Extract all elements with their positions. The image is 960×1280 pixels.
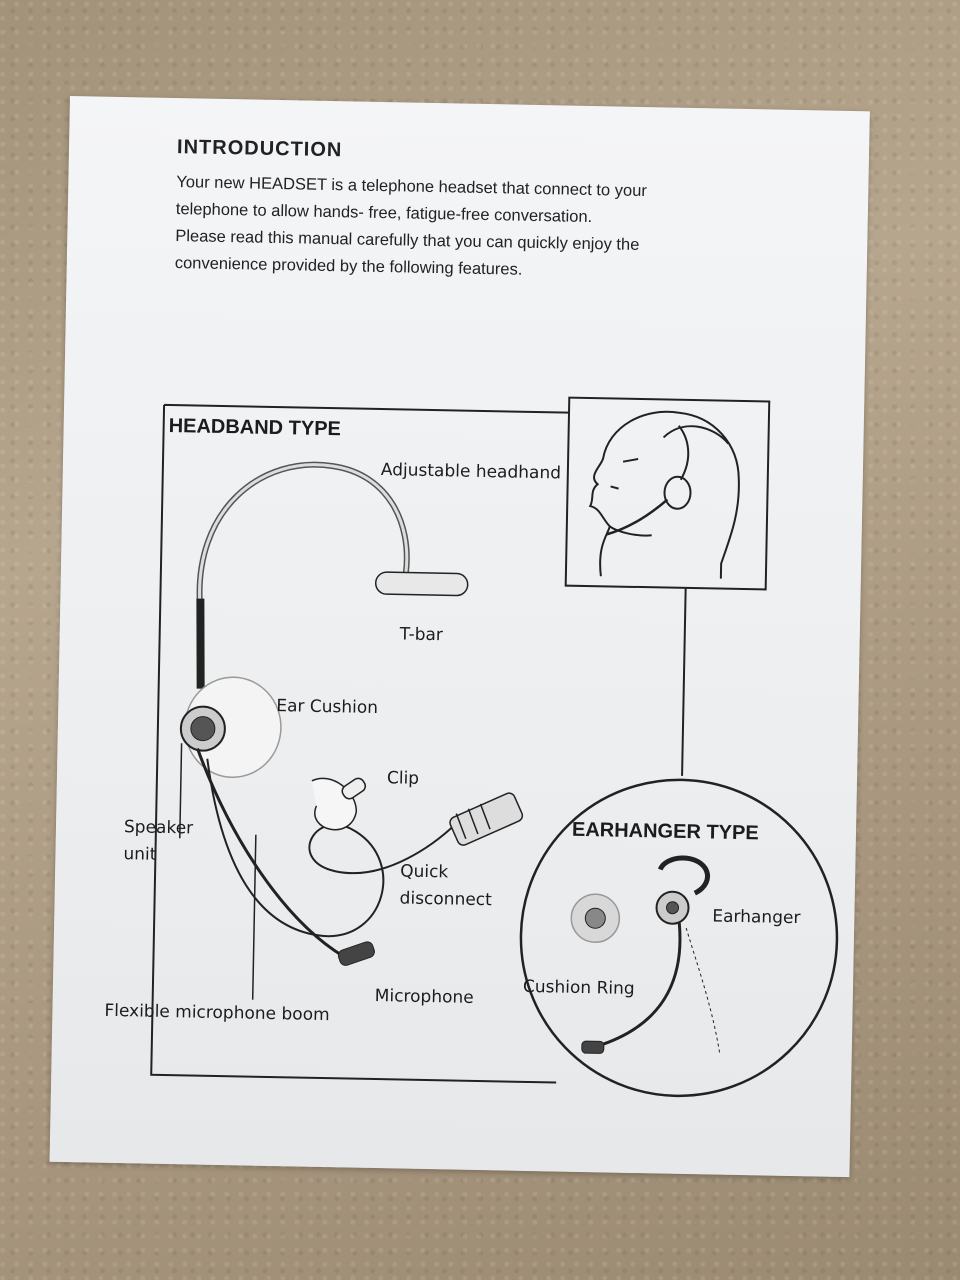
manual-page: INTRODUCTION Your new HEADSET is a telep… — [49, 96, 870, 1178]
headband-type-title: HEADBAND TYPE — [168, 414, 342, 441]
earhanger-icon — [581, 855, 721, 1054]
speaker-unit-label-line-2: unit — [123, 844, 157, 865]
headset-diagram — [150, 396, 839, 1098]
clip-label: Clip — [386, 768, 420, 789]
flexible-microphone-boom-label: Flexible microphone boom — [104, 1000, 330, 1026]
head-profile-icon — [588, 410, 740, 579]
earhanger-circle — [519, 778, 839, 1098]
cushion-ring-icon — [570, 893, 621, 943]
ear-cushion-label: Ear Cushion — [276, 696, 379, 719]
quick-disconnect-label-line-2: disconnect — [399, 888, 492, 911]
connector-line — [681, 587, 687, 776]
earhanger-label: Earhanger — [712, 906, 801, 929]
cushion-ring-label: Cushion Ring — [522, 976, 635, 1000]
quick-disconnect-label-line-1: Quick — [399, 861, 449, 883]
microphone-label: Microphone — [374, 986, 474, 1008]
headband-box-frame — [150, 403, 570, 1084]
t-bar-label: T-bar — [399, 624, 444, 646]
earhanger-type-title: EARHANGER TYPE — [571, 818, 759, 845]
headset-icon — [179, 461, 524, 1000]
head-illustration-box — [564, 396, 771, 591]
speaker-unit-label-line-1: Speaker — [123, 817, 194, 839]
adjustable-headband-label: Adjustable headhand — [380, 460, 562, 484]
